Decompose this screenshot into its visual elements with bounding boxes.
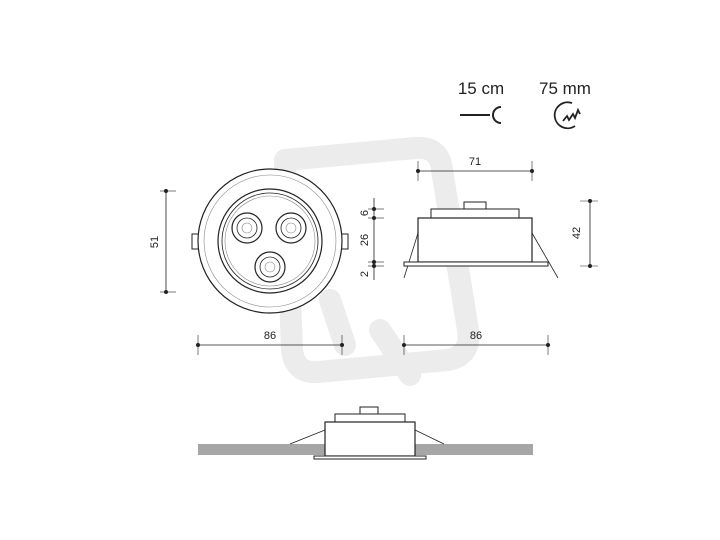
part-middle-label: 26: [359, 234, 371, 246]
cable-length-label: 15 cm: [458, 79, 504, 98]
front-height-label: 51: [149, 236, 161, 248]
cutout-diameter-label: 75 mm: [539, 79, 591, 98]
side-height-label: 42: [571, 227, 583, 239]
dimension-front-height: 51: [149, 189, 176, 294]
saw-cutout-icon: [553, 101, 581, 130]
led-lens: [254, 251, 286, 283]
cable-plug-icon: [460, 106, 502, 124]
dimension-side-height: 42: [571, 199, 598, 268]
dimension-top-width: 71: [416, 156, 534, 181]
side-width-label: 86: [470, 330, 482, 342]
top-width-label: 71: [469, 156, 481, 168]
front-view: [191, 168, 349, 314]
watermark-logo: [274, 136, 480, 386]
dimension-front-diameter: 86: [196, 330, 344, 355]
part-bottom-label: 2: [359, 271, 371, 277]
side-view: [403, 201, 559, 279]
led-lens: [275, 212, 307, 244]
led-lens: [231, 212, 263, 244]
spec-cutout: 75 mm: [539, 79, 591, 130]
part-top-label: 6: [359, 210, 371, 216]
spec-cable: 15 cm: [458, 79, 504, 124]
front-diameter-label: 86: [264, 330, 276, 342]
installed-view: [198, 406, 533, 460]
dimension-side-width: 86: [402, 330, 550, 355]
dimension-side-parts: 6 26 2: [359, 198, 384, 280]
